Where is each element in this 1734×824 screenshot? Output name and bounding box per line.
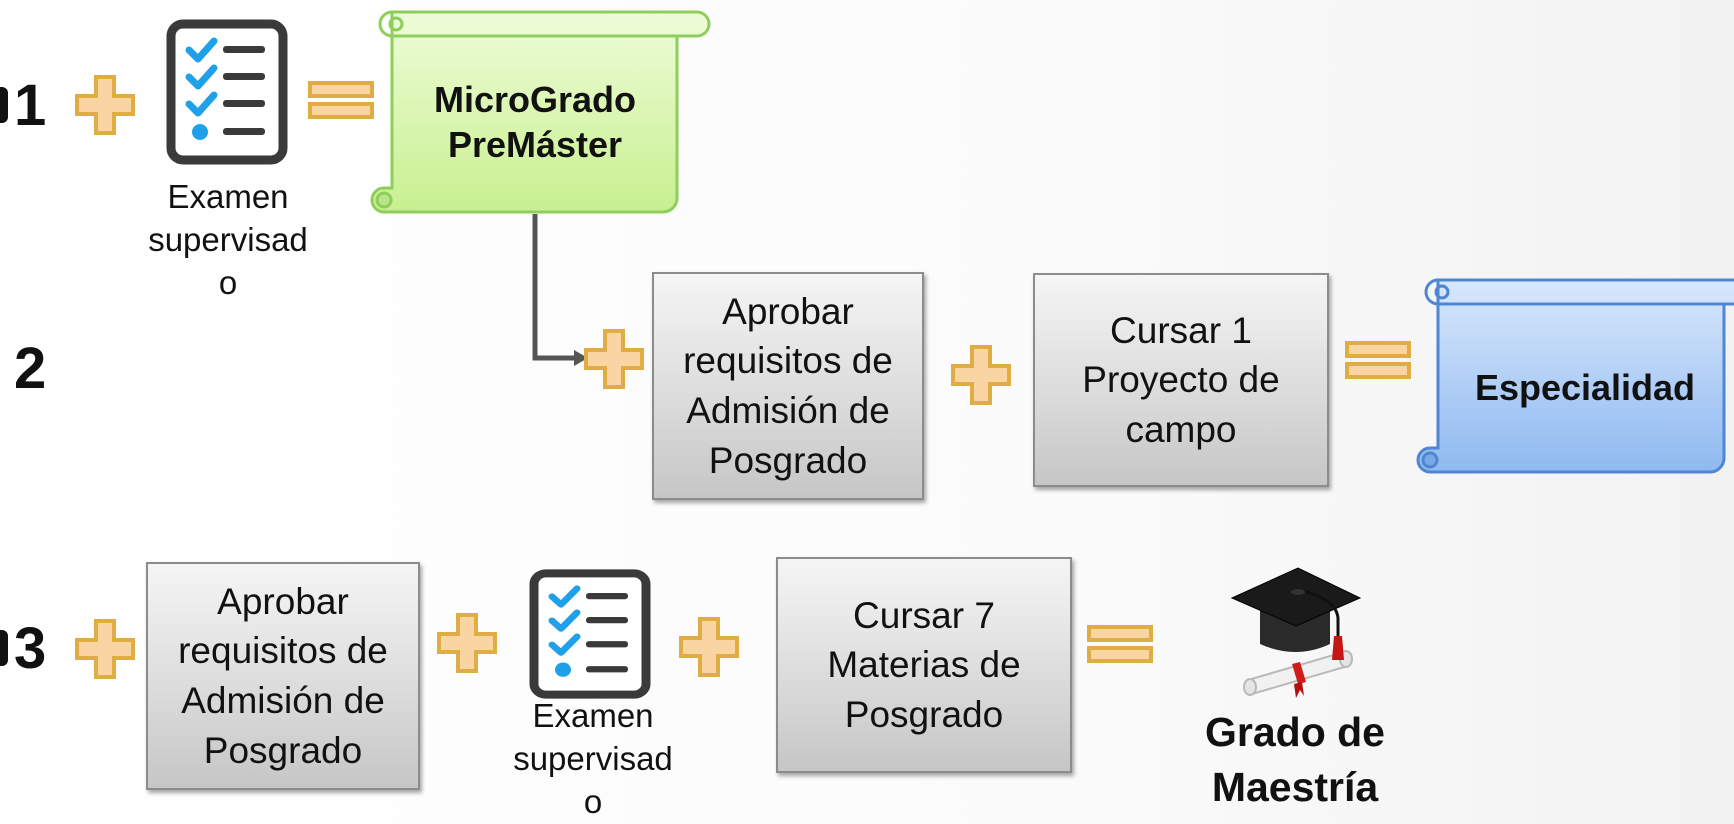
equals-icon bbox=[1086, 624, 1154, 664]
exam-label-text: Examen supervisad o bbox=[513, 697, 673, 820]
field-project-text: Cursar 1 Proyecto de campo bbox=[1082, 309, 1280, 450]
admission-requirements-box: Aprobar requisitos de Admisión de Posgra… bbox=[652, 272, 924, 500]
diploma-icon bbox=[1243, 650, 1353, 698]
graduation-cap-icon bbox=[1230, 567, 1362, 698]
specialty-title-text: Especialidad bbox=[1474, 367, 1696, 408]
row-1-edge-marker bbox=[0, 87, 8, 123]
row-number-1: 1 bbox=[14, 73, 47, 138]
row-3-edge-marker bbox=[0, 630, 8, 666]
plus-icon bbox=[74, 74, 136, 136]
micrograde-title: MicroGrado PreMáster bbox=[400, 36, 670, 208]
plus-icon bbox=[678, 616, 740, 678]
exam-label: Examen supervisad o bbox=[488, 695, 698, 824]
exam-label: Examen supervisad o bbox=[125, 176, 331, 305]
plus-icon bbox=[436, 612, 498, 674]
masters-degree-title: Grado de Maestría bbox=[1205, 709, 1385, 810]
postgrad-courses-text: Cursar 7 Materias de Posgrado bbox=[827, 594, 1021, 735]
admission-requirements-text: Aprobar requisitos de Admisión de Posgra… bbox=[178, 580, 388, 771]
checklist-icon bbox=[528, 568, 652, 700]
admission-requirements-box: Aprobar requisitos de Admisión de Posgra… bbox=[146, 562, 420, 790]
field-project-box: Cursar 1 Proyecto de campo bbox=[1033, 273, 1329, 487]
row-number-2: 2 bbox=[14, 336, 47, 401]
scroll-icon bbox=[1416, 278, 1734, 474]
postgrad-courses-box: Cursar 7 Materias de Posgrado bbox=[776, 557, 1072, 773]
plus-icon bbox=[74, 618, 136, 680]
row-number-3: 3 bbox=[14, 616, 47, 681]
plus-icon bbox=[950, 344, 1012, 406]
scroll-icon bbox=[370, 10, 711, 214]
specialty-title: Especialidad bbox=[1440, 304, 1730, 472]
equals-icon bbox=[1344, 340, 1412, 380]
checklist-icon bbox=[165, 18, 289, 166]
micrograde-title-text: MicroGrado PreMáster bbox=[433, 79, 637, 165]
plus-icon bbox=[583, 328, 645, 390]
exam-label-text: Examen supervisad o bbox=[148, 178, 308, 301]
admission-requirements-text: Aprobar requisitos de Admisión de Posgra… bbox=[683, 290, 893, 481]
